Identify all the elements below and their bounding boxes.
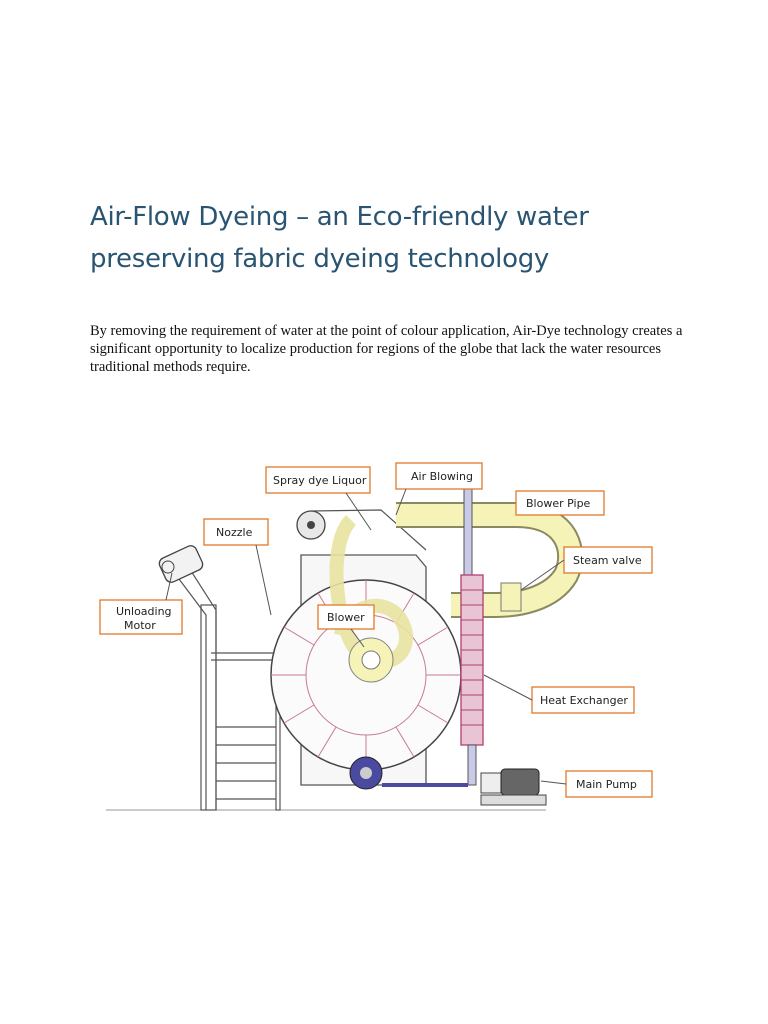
main-pump [480,768,547,806]
label-air-blowing: Air Blowing [411,470,473,483]
article-title: Air-Flow Dyeing – an Eco-friendly water … [90,202,589,274]
label-blower: Blower [327,611,365,624]
label-nozzle: Nozzle [216,526,253,539]
unloading-motor [158,545,204,583]
heat-exchanger [460,484,484,786]
article-paragraph: By removing the requirement of water at … [90,323,683,375]
label-steam-valve: Steam valve [573,554,642,567]
unloading-frame [165,559,281,811]
airflow-dyeing-machine-diagram: Spray dye Liquor Air Blowing Blower Pipe… [99,462,653,811]
label-unloading-motor-line2: Motor [124,619,156,632]
label-heat-exchanger: Heat Exchanger [540,694,628,707]
callouts: Spray dye Liquor Air Blowing Blower Pipe… [99,462,653,798]
blower-pipe [396,502,584,618]
label-main-pump: Main Pump [576,778,637,791]
label-unloading-motor-line1: Unloading [116,605,172,618]
dyeing-drum [270,509,462,786]
label-blower-pipe: Blower Pipe [526,497,591,510]
label-spray-dye-liquor: Spray dye Liquor [273,474,367,487]
circulation-pump [349,756,468,790]
